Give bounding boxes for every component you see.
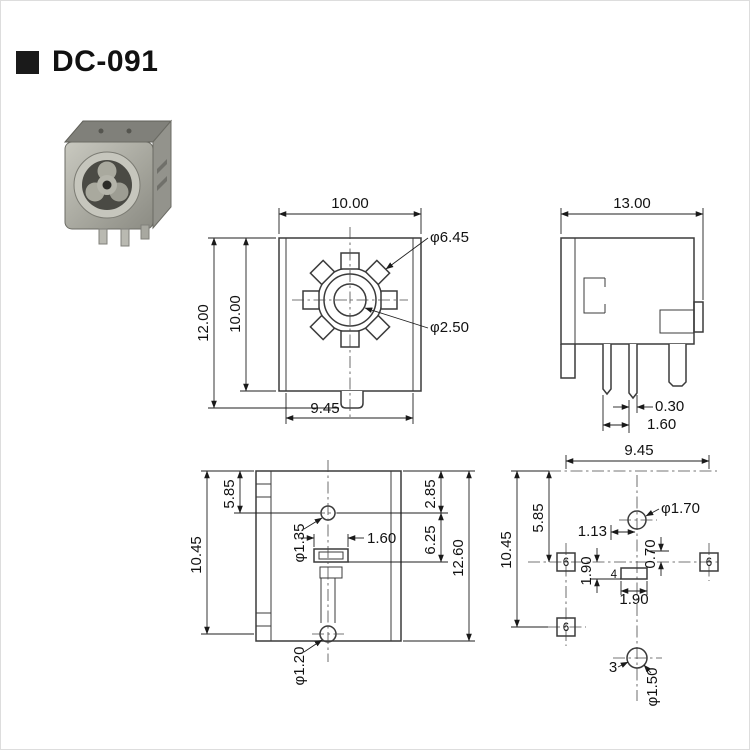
pad-left-label: 6	[563, 557, 569, 569]
bottom-view-dimensions: 5.85 10.45 φ1.35 1.60 2.85 6.25	[188, 470, 475, 686]
dim-bottom-height-outer: 10.45	[188, 536, 205, 574]
page-title: DC-091	[52, 45, 159, 78]
dim-footprint-total-offset: 10.45	[498, 531, 515, 569]
side-view-outline	[560, 237, 704, 400]
front-view: 10.00 12.00 10.00 9.45 φ6.45 φ2.50	[195, 195, 469, 424]
title-bullet-square	[16, 50, 39, 74]
footprint-pad-left	[556, 552, 576, 572]
pad-center-label: 4	[611, 569, 618, 581]
footprint-hole-bottom	[626, 647, 648, 669]
dim-side-depth: 13.00	[613, 195, 651, 212]
page-header: DC-091	[16, 45, 158, 79]
side-view-dimensions: 13.00 0.30 1.60	[560, 195, 704, 433]
footprint-features: 6 6 6 4	[556, 510, 719, 669]
footprint-centerlines	[528, 470, 721, 701]
dim-side-pin-width: 1.60	[647, 416, 676, 433]
front-view-outline	[278, 227, 422, 417]
photo-center-pin-hole	[102, 180, 112, 190]
product-photo	[63, 119, 173, 247]
footprint-dimensions: 9.45 5.85 10.45 φ1.70 1.13 0.70	[498, 442, 710, 707]
dim-bottom-dia-hole-bottom: φ1.20	[291, 647, 308, 686]
dim-footprint-hole-x: 1.13	[578, 523, 607, 540]
front-view-dimensions: 10.00 12.00 10.00 9.45 φ6.45 φ2.50	[195, 195, 469, 424]
dim-front-width-bottom: 9.45	[310, 400, 339, 417]
bottom-view: 5.85 10.45 φ1.35 1.60 2.85 6.25	[188, 460, 475, 685]
dim-footprint-dia-top-hole: φ1.70	[661, 500, 700, 517]
footprint-pad-bottom	[556, 617, 576, 637]
dim-front-dia-pin: φ2.50	[430, 319, 469, 336]
dim-front-dia-shield: φ6.45	[430, 229, 469, 246]
dim-front-height-outer: 12.00	[195, 304, 212, 342]
dim-bottom-right-upper: 2.85	[422, 479, 439, 508]
footprint-hole-top	[627, 510, 647, 530]
footprint-pad-center	[620, 567, 648, 580]
dim-bottom-hole-top-offset: 5.85	[221, 479, 238, 508]
dim-bottom-slot-width: 1.60	[367, 530, 396, 547]
dim-footprint-top-offset: 5.85	[530, 503, 547, 532]
dim-footprint-width: 9.45	[624, 442, 653, 459]
dim-bottom-right-mid: 6.25	[422, 525, 439, 554]
dim-bottom-height-total: 12.60	[450, 539, 467, 577]
dim-footprint-pad-offset: 0.70	[642, 539, 659, 568]
dim-footprint-pad-width: 1.90	[619, 591, 648, 608]
dim-footprint-bottom-hole-x: 3	[609, 659, 617, 676]
pcb-footprint-view: 6 6 6 4 9.45 5.85 10.45 φ1.70	[498, 442, 721, 706]
footprint-pad-right	[699, 552, 719, 572]
dim-footprint-pad-gap-v: 1.90	[578, 556, 595, 585]
side-view: 13.00 0.30 1.60	[560, 195, 704, 433]
pad-bottom-label: 6	[563, 622, 569, 634]
bottom-view-outline	[255, 460, 402, 662]
dim-footprint-dia-bottom-hole: φ1.50	[644, 668, 661, 707]
pad-right-label: 6	[706, 557, 712, 569]
dim-front-height-inner: 10.00	[227, 295, 244, 333]
dim-bottom-dia-hole-top: φ1.35	[291, 524, 308, 563]
dim-side-pin-offset: 0.30	[655, 398, 684, 415]
dim-front-width-top: 10.00	[331, 195, 369, 212]
